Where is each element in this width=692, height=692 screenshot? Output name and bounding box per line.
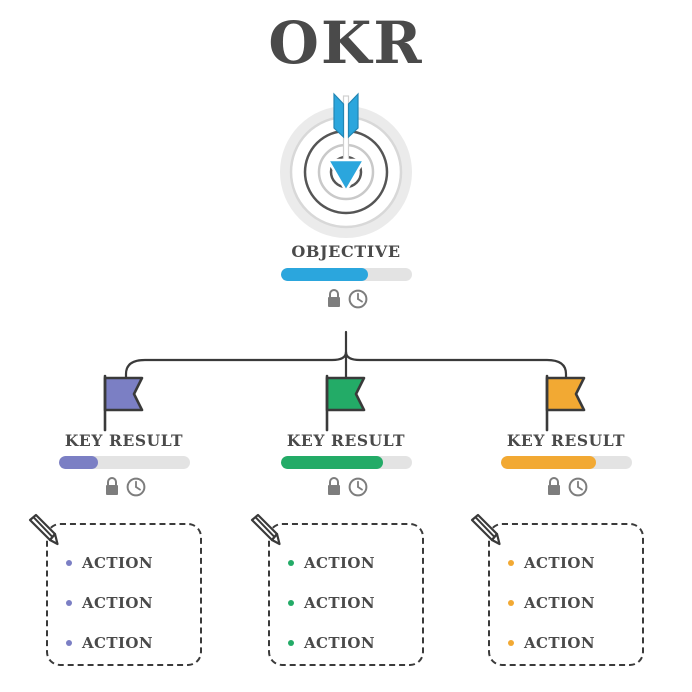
key-result-flag-wrap [456,370,676,432]
action-area: ACTION ACTION ACTION [14,513,234,673]
action-label: ACTION [82,554,153,573]
key-result-column: KEY RESULT ACTION [456,370,676,673]
key-result-flag-wrap [14,370,234,432]
key-result-meta-icons [14,475,234,497]
key-result-label: KEY RESULT [286,431,406,450]
target-bullseye-icon [280,92,412,238]
lock-icon [327,477,340,496]
clock-icon [348,477,367,497]
action-bullet [288,640,294,647]
action-bullet [288,600,294,607]
objective-progress-bar [280,267,412,281]
key-result-column: KEY RESULT ACTION [14,370,234,673]
pencil-icon [250,513,281,546]
clock-icon [348,289,367,308]
lock-icon [327,288,340,307]
action-list-item: ACTION [288,543,375,583]
action-bullet [66,560,72,567]
key-result-progress-fill [58,456,98,470]
page-title: OKR [268,9,424,77]
action-label: ACTION [524,594,595,613]
action-list: ACTION ACTION ACTION [288,543,375,663]
key-result-progress-fill [280,456,383,470]
action-list-item: ACTION [508,543,595,583]
objective-progress-fill [280,267,369,281]
action-list-item: ACTION [288,583,375,623]
key-result-column: KEY RESULT ACTION [236,370,456,673]
key-result-label: KEY RESULT [64,431,184,450]
objective-label: OBJECTIVE [291,242,401,261]
key-result-progress-bar [280,456,412,470]
key-result-text-wrap: KEY RESULT [236,432,456,497]
action-label: ACTION [304,634,375,653]
action-bullet [508,640,514,647]
key-result-progress-fill [500,456,597,470]
key-result-meta-icons [236,475,456,497]
action-list-item: ACTION [508,623,595,663]
key-result-text-wrap: KEY RESULT [456,432,676,497]
action-list-item: ACTION [508,583,595,623]
key-result-flag-wrap [236,370,456,432]
action-bullet [66,600,72,607]
action-bullet [288,560,294,567]
objective-target-illustration [276,92,416,242]
action-area: ACTION ACTION ACTION [236,513,456,673]
action-label: ACTION [304,594,375,613]
pencil-icon [28,513,59,546]
action-box [46,523,202,667]
key-result-progress-bar [500,456,632,470]
action-bullet [508,560,514,567]
lock-icon [547,477,560,496]
action-box [488,523,644,667]
objective-block: OBJECTIVE [246,243,446,309]
action-list: ACTION ACTION ACTION [66,543,153,663]
action-bullet [66,640,72,647]
action-box [268,523,424,667]
lock-icon [105,477,118,496]
pencil-icon [470,513,501,546]
action-list-item: ACTION [66,583,153,623]
action-area: ACTION ACTION ACTION [456,513,676,673]
action-bullet [508,600,514,607]
key-result-text-wrap: KEY RESULT [14,432,234,497]
action-label: ACTION [82,594,153,613]
action-list-item: ACTION [66,543,153,583]
key-result-label: KEY RESULT [506,431,626,450]
clock-icon [568,477,587,497]
key-result-meta-icons [456,475,676,497]
action-list-item: ACTION [288,623,375,663]
action-list-item: ACTION [66,623,153,663]
clock-icon [126,477,145,497]
action-label: ACTION [524,554,595,573]
action-label: ACTION [304,554,375,573]
action-label: ACTION [82,634,153,653]
flag-icon [545,374,586,432]
action-list: ACTION ACTION ACTION [508,543,595,663]
flag-icon [103,374,144,432]
key-result-progress-bar [58,456,190,470]
action-label: ACTION [524,634,595,653]
flag-icon [325,374,366,432]
objective-meta-icons [246,287,446,309]
